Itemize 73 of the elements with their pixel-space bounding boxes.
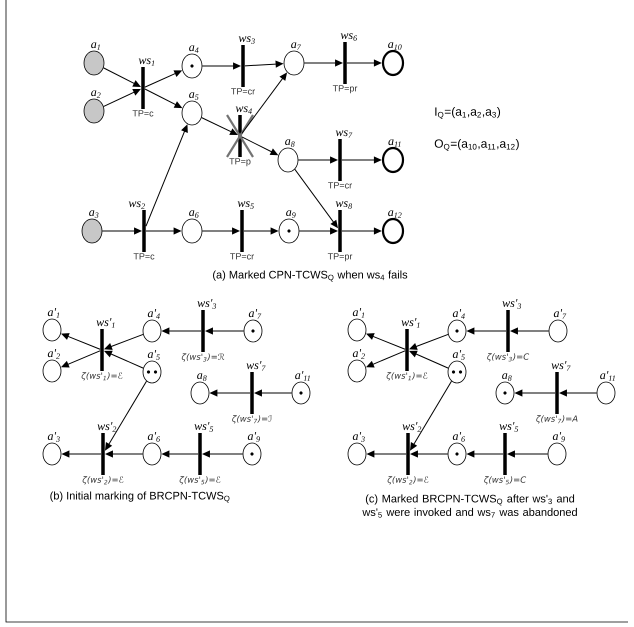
place-label: a'$_{4}$ [148,309,160,319]
place-label: a$_{3}$ [89,210,98,218]
place-label: a'$_{7}$ [248,309,262,319]
state-label: ζ(ws'$_{2}$)=ℰ [82,476,124,484]
transition-label: ws$_{2}$ [128,201,145,209]
state-label: ζ(ws'$_{3}$)=C [487,353,530,362]
transition-label: ws$_{1}$ [138,58,154,66]
transition-label: ws'$_{3}$ [197,299,216,309]
transition-label: ws'$_{3}$ [502,299,522,309]
place-label: a'$_{4}$ [452,309,465,319]
state-label: ζ(ws'$_{5}$)=ℰ [180,476,220,484]
place-label: a$_{1}$ [91,42,100,50]
place-label: a'$_{7}$ [554,309,566,319]
place-label: a'$_{2}$ [48,349,60,359]
state-label: ζ(ws'$_{5}$)=C [484,476,526,484]
set-definition: O$_{Q}$=(a$_{10}$,a$_{11}$,a$_{12}$) [434,139,519,151]
type-label: TP=cr [328,182,352,188]
place-label: a'$_{3}$ [352,432,365,442]
transition-label: ws'$_{1}$ [96,318,114,328]
place-label: a$_{5}$ [189,92,199,100]
transition-label: ws$_{4}$ [236,106,252,114]
state-label: ζ(ws'$_{7}$)=A [536,415,578,424]
type-label: TP=pr [332,85,358,94]
place-label: a'$_{1}$ [48,308,60,318]
subfigure-caption: (c) Marked BRCPN-TCWS$_{Q}$ after ws'$_{3}$ and ws'$_{5}$ were invoked and ws$_{7}$ was abandoned [362,494,577,518]
transition-label: ws'$_{2}$ [97,422,116,432]
state-label: ζ(ws'$_{1}$)=ℰ [386,372,428,380]
place-label: a'$_{11}$ [600,371,615,381]
place-label: a'$_{11}$ [295,371,310,381]
place-label: a'$_{3}$ [48,432,60,442]
place-label: a$_{8}$ [502,373,512,381]
place-label: a$_{2}$ [91,90,101,98]
type-label: TP=c [132,110,154,116]
place-label: a'$_{1}$ [352,308,364,318]
type-label: TP=p [229,158,250,166]
transition-label: ws'$_{2}$ [402,422,422,432]
place-label: a$_{11}$ [388,139,401,147]
transition-label: ws'$_{7}$ [246,361,266,371]
place-label: a'$_{9}$ [552,432,565,442]
state-label: ζ(ws'$_{1}$)=ℰ [82,372,122,380]
place-label: a$_{8}$ [285,139,295,147]
subfigure-caption: (a) Marked CPN-TCWS$_{Q}$ when ws$_{4}$ fails [213,270,408,282]
place-label: a$_{6}$ [189,210,199,218]
place-label: a$_{8}$ [197,373,207,381]
place-label: a$_{10}$ [388,42,402,50]
place-label: a'$_{5}$ [148,350,160,360]
type-label: TP=c [134,253,154,260]
transition-label: ws$_{8}$ [336,201,352,209]
transition-label: ws$_{3}$ [238,36,255,44]
transition-label: ws'$_{5}$ [194,422,214,432]
type-label: TP=pr [328,253,352,262]
type-label: TP=cr [230,253,254,260]
place-label: a$_{9}$ [286,210,296,218]
place-label: a'$_{9}$ [248,432,260,442]
state-label: ζ(ws'$_{2}$)=ℰ [388,476,428,484]
place-label: a$_{7}$ [291,42,302,50]
state-label: ζ(ws'$_{7}$)=ℐ [232,415,272,424]
set-definition: I$_{Q}$=(a$_{1}$,a$_{2}$,a$_{3}$) [435,107,500,119]
transition-label: ws$_{5}$ [238,201,254,209]
type-label: TP=cr [231,88,255,94]
place-label: a'$_{2}$ [352,349,365,359]
subfigure-caption: (b) Initial marking of BRCPN-TCWS$_{Q}$ [50,491,230,503]
transition-label: ws'$_{5}$ [499,422,518,432]
place-label: a'$_{5}$ [452,350,465,360]
transition-label: ws'$_{7}$ [551,361,571,371]
place-label: a'$_{6}$ [452,432,465,442]
transition-label: ws$_{6}$ [340,33,358,41]
place-label: a$_{12}$ [388,210,402,218]
transition-label: ws$_{7}$ [336,130,352,138]
place-label: a$_{4}$ [189,45,199,53]
state-label: ζ(ws'$_{3}$)=ℛ [182,353,224,362]
place-label: a'$_{6}$ [148,432,160,442]
transition-label: ws'$_{1}$ [401,318,420,328]
